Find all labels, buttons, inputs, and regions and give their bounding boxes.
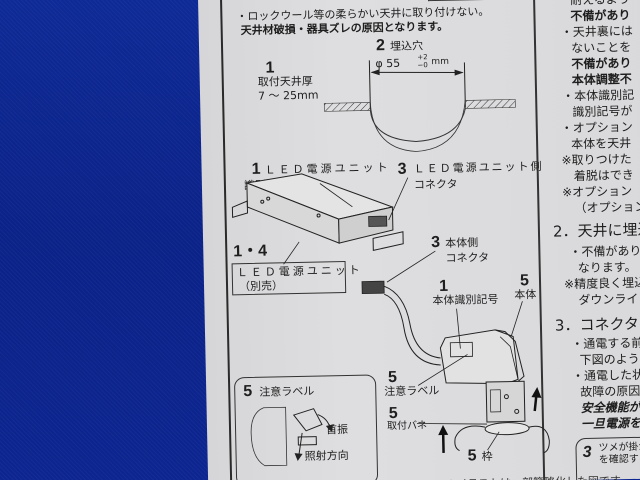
inset-3-number: 3 bbox=[582, 443, 592, 462]
right-line-2: 不備があり bbox=[570, 7, 631, 24]
section-3-line-6: 一旦電源を bbox=[580, 415, 640, 432]
right-line-7: ・本体識別記 bbox=[561, 87, 635, 104]
right-line-5: 不備があり bbox=[571, 55, 632, 72]
caution-label-diagram bbox=[250, 406, 333, 467]
section-2-line-2: なります。 bbox=[577, 259, 637, 276]
right-line-14: （オプション bbox=[574, 199, 640, 216]
caution-label-inset: 5 注意ラベル 首振 照射方向 bbox=[233, 374, 379, 480]
right-line-9: ・オプション bbox=[560, 119, 633, 136]
power-unit-illustration bbox=[231, 173, 409, 265]
section-3-line-2: 下図のように bbox=[579, 351, 640, 368]
right-line-8: 識別記号が bbox=[572, 103, 633, 120]
ceiling-hole-diagram bbox=[323, 60, 516, 152]
manual-page: 付かめ恐れがあります ・ロックウール等の柔らかい天井に取り付けない。 天井材破損… bbox=[198, 0, 640, 480]
section-2-line-4: ダウンライト bbox=[578, 291, 640, 308]
inset-3-line-2: を確認する bbox=[598, 453, 640, 466]
blue-fabric-background bbox=[0, 0, 215, 480]
right-line-11: ※取りつけた bbox=[561, 151, 632, 168]
downlight-body-illustration bbox=[361, 250, 550, 454]
inset-3-box: 3 ツメが掛か を確認する bbox=[575, 435, 640, 480]
right-line-13: ※オプション bbox=[562, 183, 633, 200]
right-line-6: 本体調整不 bbox=[571, 71, 632, 88]
right-line-10: 本体を天井 bbox=[570, 135, 632, 152]
section-3-heading: 3．コネクタを bbox=[554, 314, 640, 335]
section-2-line-3: ※精度良く埋込 bbox=[563, 275, 640, 292]
section-3-line-1: ・通電する前 bbox=[571, 335, 640, 352]
right-column: 耐えるよう 不備があり ・天井裏には ないことを 不備があり 本体調整不 ・本体… bbox=[540, 0, 640, 480]
right-line-4: ないことを bbox=[570, 39, 632, 56]
section-2-heading: 2．天井に埋込 bbox=[552, 220, 640, 241]
section-3-line-5: 安全機能が bbox=[580, 399, 640, 416]
right-line-1: 耐えるよう bbox=[570, 0, 630, 7]
section-2-line-1: ・不備がありま bbox=[569, 243, 640, 260]
section-3-line-4: 故障の原因 bbox=[580, 383, 640, 400]
right-line-12: 着脱はでき bbox=[573, 167, 634, 184]
section-3-line-3: ・通電した状態 bbox=[571, 367, 640, 384]
inset-3-line-1: ツメが掛か bbox=[598, 441, 640, 454]
right-line-3: ・天井裏には bbox=[560, 23, 633, 40]
